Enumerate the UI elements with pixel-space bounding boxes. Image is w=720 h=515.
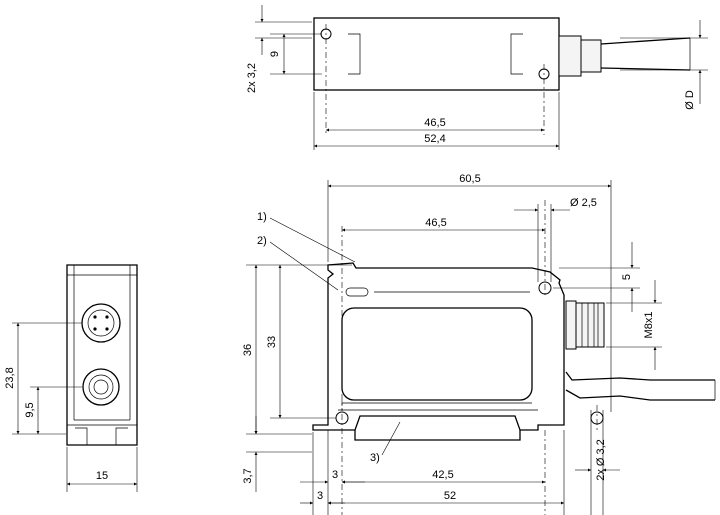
top-connector-nut	[558, 35, 582, 77]
front-overall-length-label: 60,5	[459, 173, 480, 185]
front-dim-3-7-label: 3,7	[242, 468, 254, 483]
front-dim-5-label: 5	[621, 274, 633, 280]
front-thread-label: M8x1	[643, 312, 655, 339]
front-dim-3a-label: 3	[332, 469, 338, 481]
top-slot-left	[348, 33, 361, 75]
top-cable-diameter-label: Ø D	[684, 90, 696, 110]
top-slot-right	[510, 33, 523, 75]
front-view-bracket	[354, 430, 521, 441]
top-view-body	[313, 17, 560, 91]
top-cable	[600, 37, 691, 71]
front-view-window	[341, 307, 533, 401]
top-hole-span-label: 46,5	[424, 117, 445, 129]
front-view-slot	[345, 287, 369, 297]
front-view-housing	[312, 262, 565, 431]
top-holes-label: 2x 3,2	[246, 63, 258, 93]
end-view-outline	[66, 264, 138, 446]
front-view: 60,5 Ø 2,5 46,5 5 M8x1 36 33	[242, 173, 716, 515]
callout-3: 3)	[370, 452, 380, 464]
callout-2: 2)	[257, 235, 267, 247]
end-connector-inner	[87, 309, 115, 337]
end-dim-23-8-label: 23,8	[4, 367, 16, 388]
front-dim-33-label: 33	[266, 336, 278, 348]
front-pin-diameter-label: Ø 2,5	[570, 197, 597, 209]
end-dim-9-5-label: 9,5	[24, 402, 36, 417]
front-connector-nut	[565, 300, 577, 350]
end-view: 23,8 9,5 15	[4, 264, 138, 492]
top-view: Ø D 2x 3,2 9 46,5 52,4	[246, 5, 708, 150]
end-cable-inner	[88, 374, 114, 400]
front-dim-3b-label: 3	[317, 490, 323, 502]
front-connector-body	[575, 302, 605, 348]
front-dim-42-5-label: 42,5	[432, 469, 453, 481]
front-height-label: 36	[242, 344, 254, 356]
front-cable-lower	[565, 389, 715, 401]
front-dim-52-label: 52	[444, 490, 456, 502]
top-length-label: 52,4	[424, 133, 445, 145]
front-cable-upper	[565, 371, 715, 381]
front-holes-label: 2x Ø 3,2	[595, 439, 607, 481]
top-height-label: 9	[269, 51, 281, 57]
end-cable-outer	[82, 368, 120, 406]
top-connector-body	[580, 39, 602, 73]
callout-1: 1)	[257, 211, 267, 223]
end-width-label: 15	[96, 470, 108, 482]
front-hole-span-label: 46,5	[425, 217, 446, 229]
